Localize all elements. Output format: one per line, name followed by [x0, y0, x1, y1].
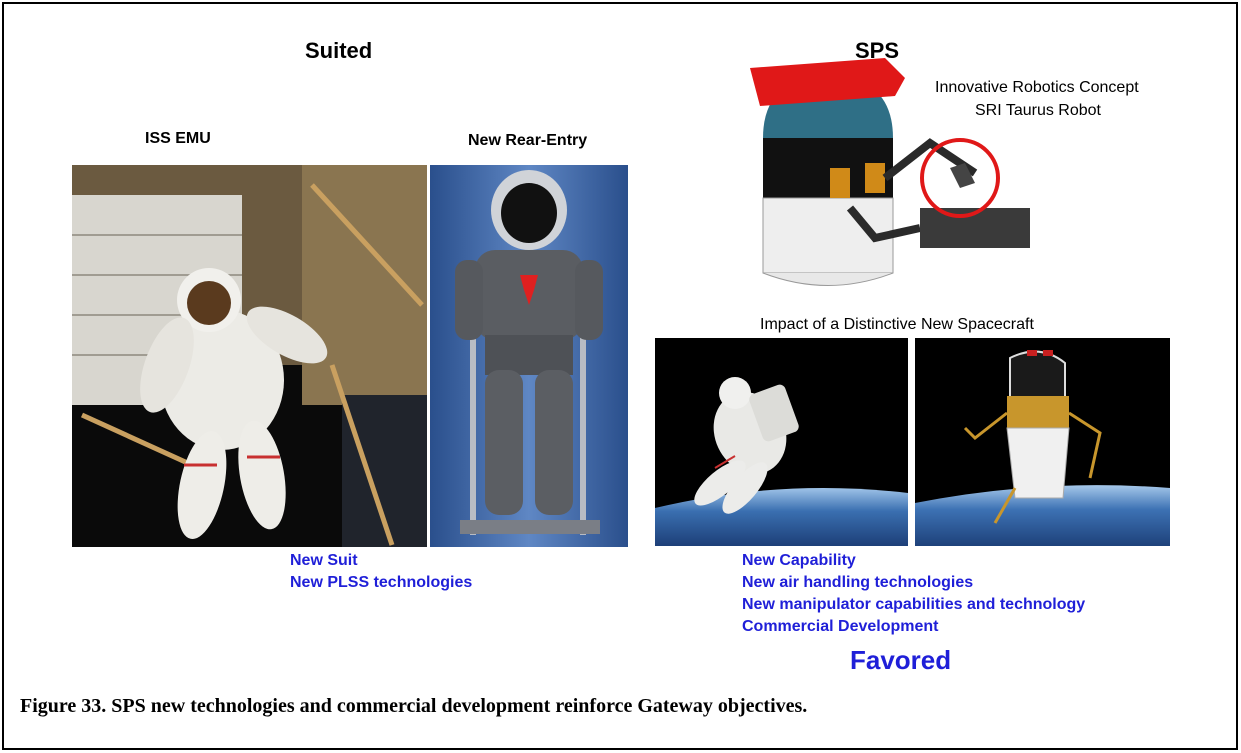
rear-entry-suit-photo — [430, 165, 628, 547]
note-manipulator: New manipulator capabilities and technol… — [742, 596, 1086, 613]
note-air-handling: New air handling technologies — [742, 574, 974, 591]
note-new-capability: New Capability — [742, 552, 856, 569]
note-new-suit: New Suit — [290, 552, 358, 569]
rear-entry-label: New Rear-Entry — [468, 132, 588, 149]
note-plss: New PLSS technologies — [290, 574, 473, 591]
robotics-label-1: Innovative Robotics Concept — [935, 79, 1139, 96]
sps-orbit-photo — [915, 338, 1170, 546]
note-commercial: Commercial Development — [742, 618, 939, 635]
robotics-label-2: SRI Taurus Robot — [975, 102, 1101, 119]
sps-robot-illustration — [745, 58, 1045, 298]
iss-emu-label: ISS EMU — [145, 130, 211, 147]
figure-caption: Figure 33. SPS new technologies and comm… — [20, 695, 808, 717]
sps-notes: New Capability New air handling technolo… — [742, 550, 1085, 638]
iss-emu-photo — [72, 165, 427, 547]
suited-heading: Suited — [305, 38, 373, 63]
mmu-astronaut-photo — [655, 338, 908, 546]
impact-label: Impact of a Distinctive New Spacecraft — [760, 316, 1034, 333]
favored-label: Favored — [850, 645, 952, 675]
suited-notes: New Suit New PLSS technologies — [290, 550, 472, 594]
